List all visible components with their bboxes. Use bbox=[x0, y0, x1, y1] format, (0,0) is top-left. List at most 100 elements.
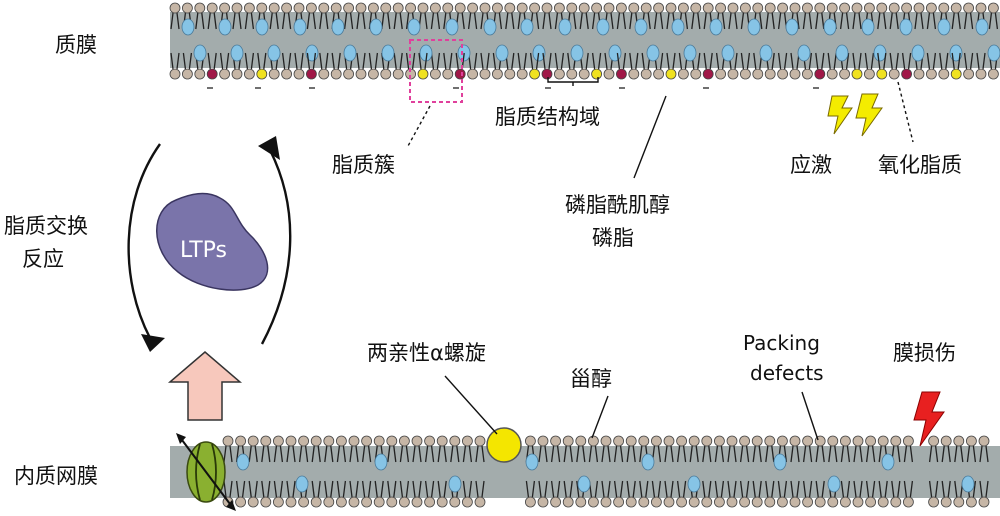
phospholipid bbox=[651, 435, 662, 463]
lipid-tail bbox=[709, 52, 713, 70]
lipid-head bbox=[272, 496, 284, 508]
lipid-tail bbox=[878, 445, 882, 463]
phospholipid bbox=[361, 480, 373, 508]
lipid-tail bbox=[752, 480, 756, 498]
lipid-cluster-box bbox=[409, 39, 463, 103]
lipid-tail bbox=[676, 480, 681, 498]
lipid-tail bbox=[511, 52, 515, 70]
lipid-tail bbox=[622, 12, 627, 30]
lipid-tail bbox=[248, 445, 252, 463]
lipid-tail bbox=[689, 445, 693, 463]
phospholipid bbox=[903, 435, 914, 463]
phospholipid bbox=[764, 480, 776, 508]
lipid-head bbox=[953, 496, 965, 508]
lipid-tail bbox=[647, 12, 651, 30]
phospholipid bbox=[840, 435, 851, 463]
lipid-tail bbox=[244, 52, 249, 70]
phospholipid bbox=[702, 52, 714, 80]
lipid-tail bbox=[355, 445, 359, 463]
lipid-head bbox=[454, 2, 466, 14]
amphipathic-helix-circle bbox=[486, 427, 522, 463]
lipid-head bbox=[367, 68, 379, 80]
lipid-tail bbox=[727, 480, 731, 498]
lipid-head bbox=[578, 68, 590, 80]
lipid-head bbox=[550, 496, 561, 508]
lipid-tail bbox=[607, 480, 611, 498]
phospholipid bbox=[727, 2, 739, 30]
lipid-tail bbox=[607, 445, 611, 463]
lipid-head bbox=[588, 496, 599, 508]
lipid-head bbox=[665, 68, 677, 80]
lipid-head bbox=[714, 435, 725, 447]
lipid-tail bbox=[734, 52, 738, 70]
lipid-head bbox=[355, 2, 367, 14]
lipid-tail bbox=[865, 480, 870, 498]
lipid-head bbox=[537, 435, 549, 447]
lipid-head bbox=[789, 435, 801, 447]
lipid-tail bbox=[969, 52, 974, 70]
phospholipid bbox=[474, 480, 486, 508]
lipid-tail bbox=[195, 12, 199, 30]
phospholipid bbox=[380, 52, 392, 80]
lipid-tail bbox=[292, 480, 296, 498]
lipid-tail bbox=[941, 445, 945, 463]
phospholipid bbox=[653, 2, 664, 30]
lipid-head bbox=[272, 435, 284, 447]
lipid-head bbox=[479, 2, 491, 14]
lipid-head bbox=[638, 496, 650, 508]
lipid-head bbox=[318, 2, 330, 14]
phospholipid bbox=[256, 52, 268, 80]
lipid-tail bbox=[626, 445, 630, 463]
lipid-head bbox=[554, 68, 565, 80]
lipid-head bbox=[398, 435, 410, 447]
lipid-tail bbox=[664, 480, 668, 498]
lipid-tail bbox=[771, 12, 775, 30]
lipid-head bbox=[479, 68, 491, 80]
lipid-tail bbox=[467, 12, 472, 30]
lipid-tail bbox=[691, 12, 695, 30]
phospholipid bbox=[398, 480, 410, 508]
oxidized-lipid-label: 氧化脂质 bbox=[878, 153, 962, 177]
lipid-head bbox=[978, 435, 990, 447]
lipid-tail bbox=[632, 480, 636, 498]
lipid-tail bbox=[702, 480, 706, 498]
lipid-tail bbox=[853, 445, 857, 463]
lipid-tail bbox=[821, 52, 825, 70]
lipid-head bbox=[715, 68, 726, 80]
lipid-tail bbox=[897, 480, 901, 498]
sterol-molecule bbox=[987, 44, 1000, 62]
lipid-head bbox=[330, 68, 342, 80]
lipid-tail bbox=[815, 12, 819, 30]
lipid-tail bbox=[312, 12, 317, 30]
lipid-tail bbox=[486, 52, 490, 70]
lipid-head bbox=[702, 2, 714, 14]
er-protein-icon bbox=[176, 433, 236, 511]
leader-lines bbox=[407, 77, 914, 441]
lipid-head bbox=[411, 496, 423, 508]
lipid-tail bbox=[641, 52, 645, 70]
lipid-head bbox=[751, 496, 763, 508]
lipid-head bbox=[616, 2, 627, 14]
lipid-head bbox=[789, 2, 801, 14]
lipid-head bbox=[701, 435, 713, 447]
plasma-membrane-label: 质膜 bbox=[55, 33, 97, 57]
sterol-molecule bbox=[374, 453, 388, 471]
lipid-tail bbox=[387, 445, 391, 463]
lipid-head bbox=[550, 435, 561, 447]
lipid-tail bbox=[437, 480, 441, 498]
lipid-tail bbox=[815, 52, 819, 70]
lipid-tail bbox=[367, 445, 372, 463]
lipid-tail bbox=[758, 480, 762, 498]
lipid-head bbox=[978, 496, 990, 508]
lipid-tail bbox=[884, 480, 888, 498]
lipid-tail bbox=[666, 12, 670, 30]
lipid-head bbox=[777, 2, 788, 14]
sterol-molecule bbox=[520, 18, 534, 36]
lipid-head bbox=[392, 2, 404, 14]
ltp-blob bbox=[156, 192, 269, 291]
lipid-tail bbox=[436, 52, 441, 70]
lipid-tail bbox=[393, 480, 397, 498]
lipid-head bbox=[764, 2, 776, 14]
phospholipid bbox=[398, 435, 410, 463]
lipid-tail bbox=[678, 52, 683, 70]
